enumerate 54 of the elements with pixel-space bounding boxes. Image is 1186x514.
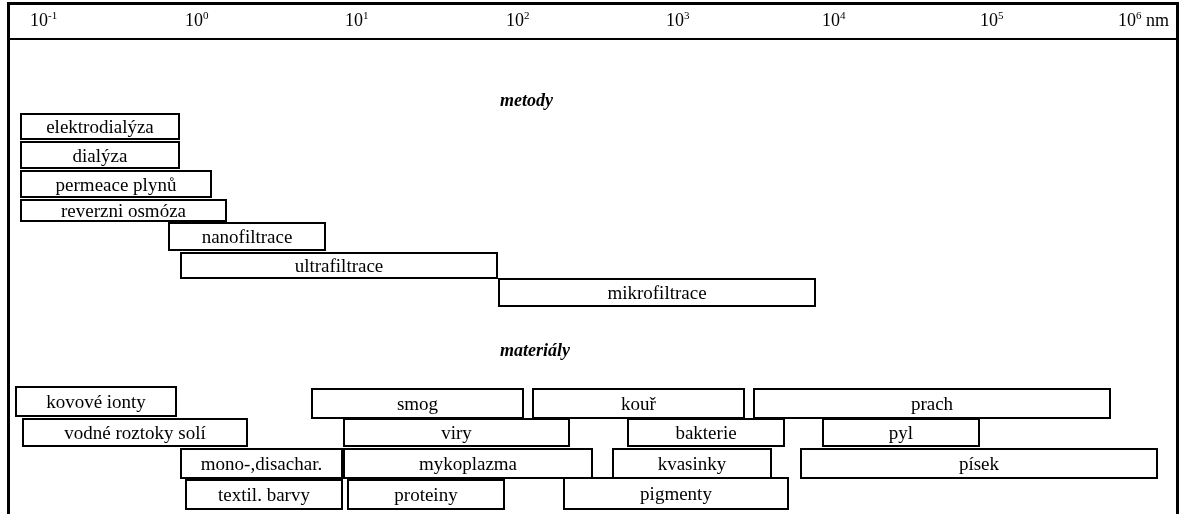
range-bar xyxy=(20,141,180,169)
axis-tick-label: 10$^{4}$ xyxy=(822,9,846,31)
range-bar xyxy=(168,222,326,251)
range-label: viry xyxy=(441,423,472,442)
range-bar xyxy=(343,448,593,479)
range-label: prach xyxy=(910,394,954,413)
range-label: mono-,disachar. xyxy=(200,454,323,473)
range-label: mykoplazma xyxy=(418,454,518,473)
range-label: nanofiltrace xyxy=(201,227,293,246)
range-label: permeace plynů xyxy=(55,174,177,194)
axis-tick-label: 10$^{3}$ xyxy=(666,9,690,31)
range-bar xyxy=(180,252,498,279)
range-label: kovové ionty xyxy=(46,392,146,411)
range-label: vodné roztoky solí xyxy=(64,423,206,442)
axis-tick-label: 10$^{5}$ xyxy=(980,9,1004,31)
axis-tick-label: 10$^{1}$ xyxy=(345,9,369,31)
range-bar xyxy=(20,170,212,198)
range-label: dialýza xyxy=(72,145,128,165)
range-bar xyxy=(753,388,1111,419)
range-bar xyxy=(15,386,177,417)
range-bar xyxy=(498,278,816,307)
range-bar xyxy=(180,448,343,479)
range-bar xyxy=(343,418,570,447)
axis-tick-label: 10$^{0}$ xyxy=(185,9,209,31)
range-label: proteiny xyxy=(394,485,458,504)
range-bar xyxy=(185,479,343,510)
range-label: smog xyxy=(396,394,439,413)
range-label: kouř xyxy=(621,394,656,413)
axis-tick-label: 10$^{-1}$ xyxy=(30,9,58,31)
range-label: reverzni osmóza xyxy=(61,201,186,220)
range-bar xyxy=(311,388,524,419)
range-bar xyxy=(347,479,505,510)
range-label: pyl xyxy=(888,423,914,442)
range-bar xyxy=(563,477,789,510)
range-bar xyxy=(612,448,772,479)
range-bar xyxy=(822,418,980,447)
range-label: ultrafiltrace xyxy=(294,256,384,275)
range-bar xyxy=(800,448,1158,479)
section-heading: metody xyxy=(500,90,553,111)
range-label: elektrodialýza xyxy=(46,117,154,136)
range-label: pigmenty xyxy=(640,484,712,503)
range-label: písek xyxy=(958,454,1000,473)
range-bar xyxy=(627,418,785,447)
range-bar xyxy=(20,113,180,140)
axis-tick-label: 10$^{2}$ xyxy=(506,9,530,31)
section-heading: materiály xyxy=(500,340,570,361)
range-bar xyxy=(532,388,745,419)
range-bar xyxy=(22,418,248,447)
range-label: textil. barvy xyxy=(218,485,310,504)
range-bar xyxy=(20,199,227,222)
range-label: mikrofiltrace xyxy=(607,283,707,302)
range-label: kvasinky xyxy=(657,454,727,473)
range-label: bakterie xyxy=(675,423,737,442)
axis-tick-label: 10$^{6}$ nm xyxy=(1118,9,1169,31)
